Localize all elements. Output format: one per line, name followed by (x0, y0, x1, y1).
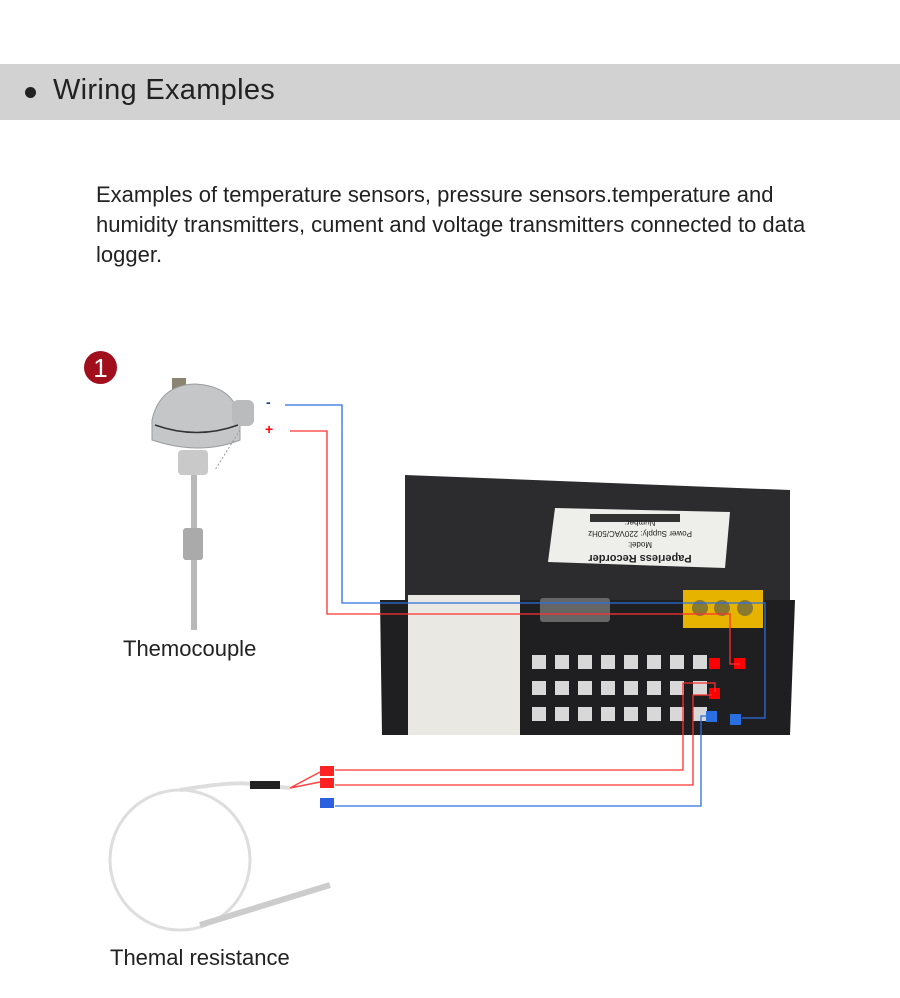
description: Examples of temperature sensors, pressur… (96, 182, 806, 267)
bullet-icon (25, 87, 36, 98)
plus-label: + (265, 421, 274, 437)
label-name: Paperless Recorder (588, 552, 692, 564)
label-model: Model: (628, 540, 652, 549)
label-number: Number: (625, 518, 656, 527)
example-number-badge: 1 (84, 351, 117, 384)
minus-label: - (266, 394, 271, 410)
rtd-caption: Themal resistance (110, 945, 290, 970)
section-title: Wiring Examples (53, 74, 276, 106)
thermocouple-caption: Themocouple (123, 636, 257, 661)
wires (285, 404, 766, 807)
thermal-resistance-image (108, 766, 334, 932)
section-header: Wiring Examples (0, 64, 900, 120)
label-power: Power Supply: 220VAC/50Hz (588, 529, 692, 538)
thermocouple-image (151, 378, 254, 630)
paperless-recorder-image: Paperless Recorder Model: Power Supply: … (380, 475, 795, 735)
